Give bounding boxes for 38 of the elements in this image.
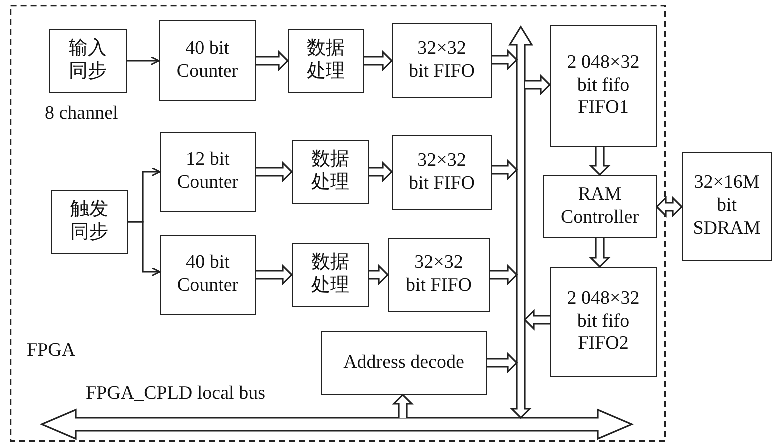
process-box: 32×32 bit FIFO (392, 135, 492, 210)
process-box: RAM Controller (543, 175, 657, 238)
arrow (589, 237, 611, 268)
arrow (255, 161, 294, 183)
process-box: Address decode (321, 331, 487, 395)
region-label: FPGA (27, 340, 76, 363)
process-box: 40 bit Counter (160, 235, 256, 315)
arrow (510, 394, 532, 420)
process-box: 触发同步 (51, 190, 128, 254)
arrow (491, 159, 518, 181)
process-box: 32×32 bit FIFO (392, 23, 492, 98)
process-box: 32×32 bit FIFO (388, 238, 490, 312)
process-box: 数据处理 (292, 140, 369, 204)
arrow (489, 264, 518, 286)
arrow (392, 394, 414, 419)
arrow (486, 352, 518, 374)
process-box: 2 048×32 bit fifo FIFO1 (550, 25, 657, 147)
arrow (524, 74, 552, 96)
process-box: 12 bit Counter (160, 132, 256, 212)
memory-box: 32×16M bit SDRAM (682, 152, 772, 261)
arrow (491, 49, 518, 71)
process-box: 输入同步 (49, 29, 127, 93)
arrow (128, 221, 161, 277)
arrow (589, 146, 611, 176)
process-box: 数据处理 (292, 243, 369, 307)
arrow (524, 309, 551, 331)
process-box: 数据处理 (288, 29, 364, 93)
arrow (127, 56, 160, 66)
bus-label: FPGA_CPLD local bus (86, 383, 266, 406)
arrow (368, 264, 390, 286)
arrow (363, 50, 394, 72)
process-box: 2 048×32 bit fifo FIFO2 (550, 267, 657, 377)
arrow (368, 161, 394, 183)
arrow (255, 264, 294, 286)
arrow (255, 50, 290, 72)
arrow (656, 196, 684, 218)
process-box: 40 bit Counter (159, 20, 256, 101)
channel-label: 8 channel (45, 103, 118, 126)
